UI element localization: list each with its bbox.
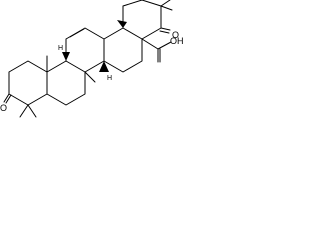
chemical-structure: O O OH H H	[0, 0, 184, 118]
bond-lines	[3, 0, 173, 118]
hydrogen-label-2: H	[107, 75, 112, 82]
oxygen-label-right: O	[172, 30, 179, 40]
stereo-wedges	[62, 20, 127, 72]
oxygen-label-left: O	[0, 103, 7, 113]
carboxyl-hydroxyl-label: OH	[170, 36, 184, 46]
hydrogen-label-1: H	[58, 45, 63, 52]
